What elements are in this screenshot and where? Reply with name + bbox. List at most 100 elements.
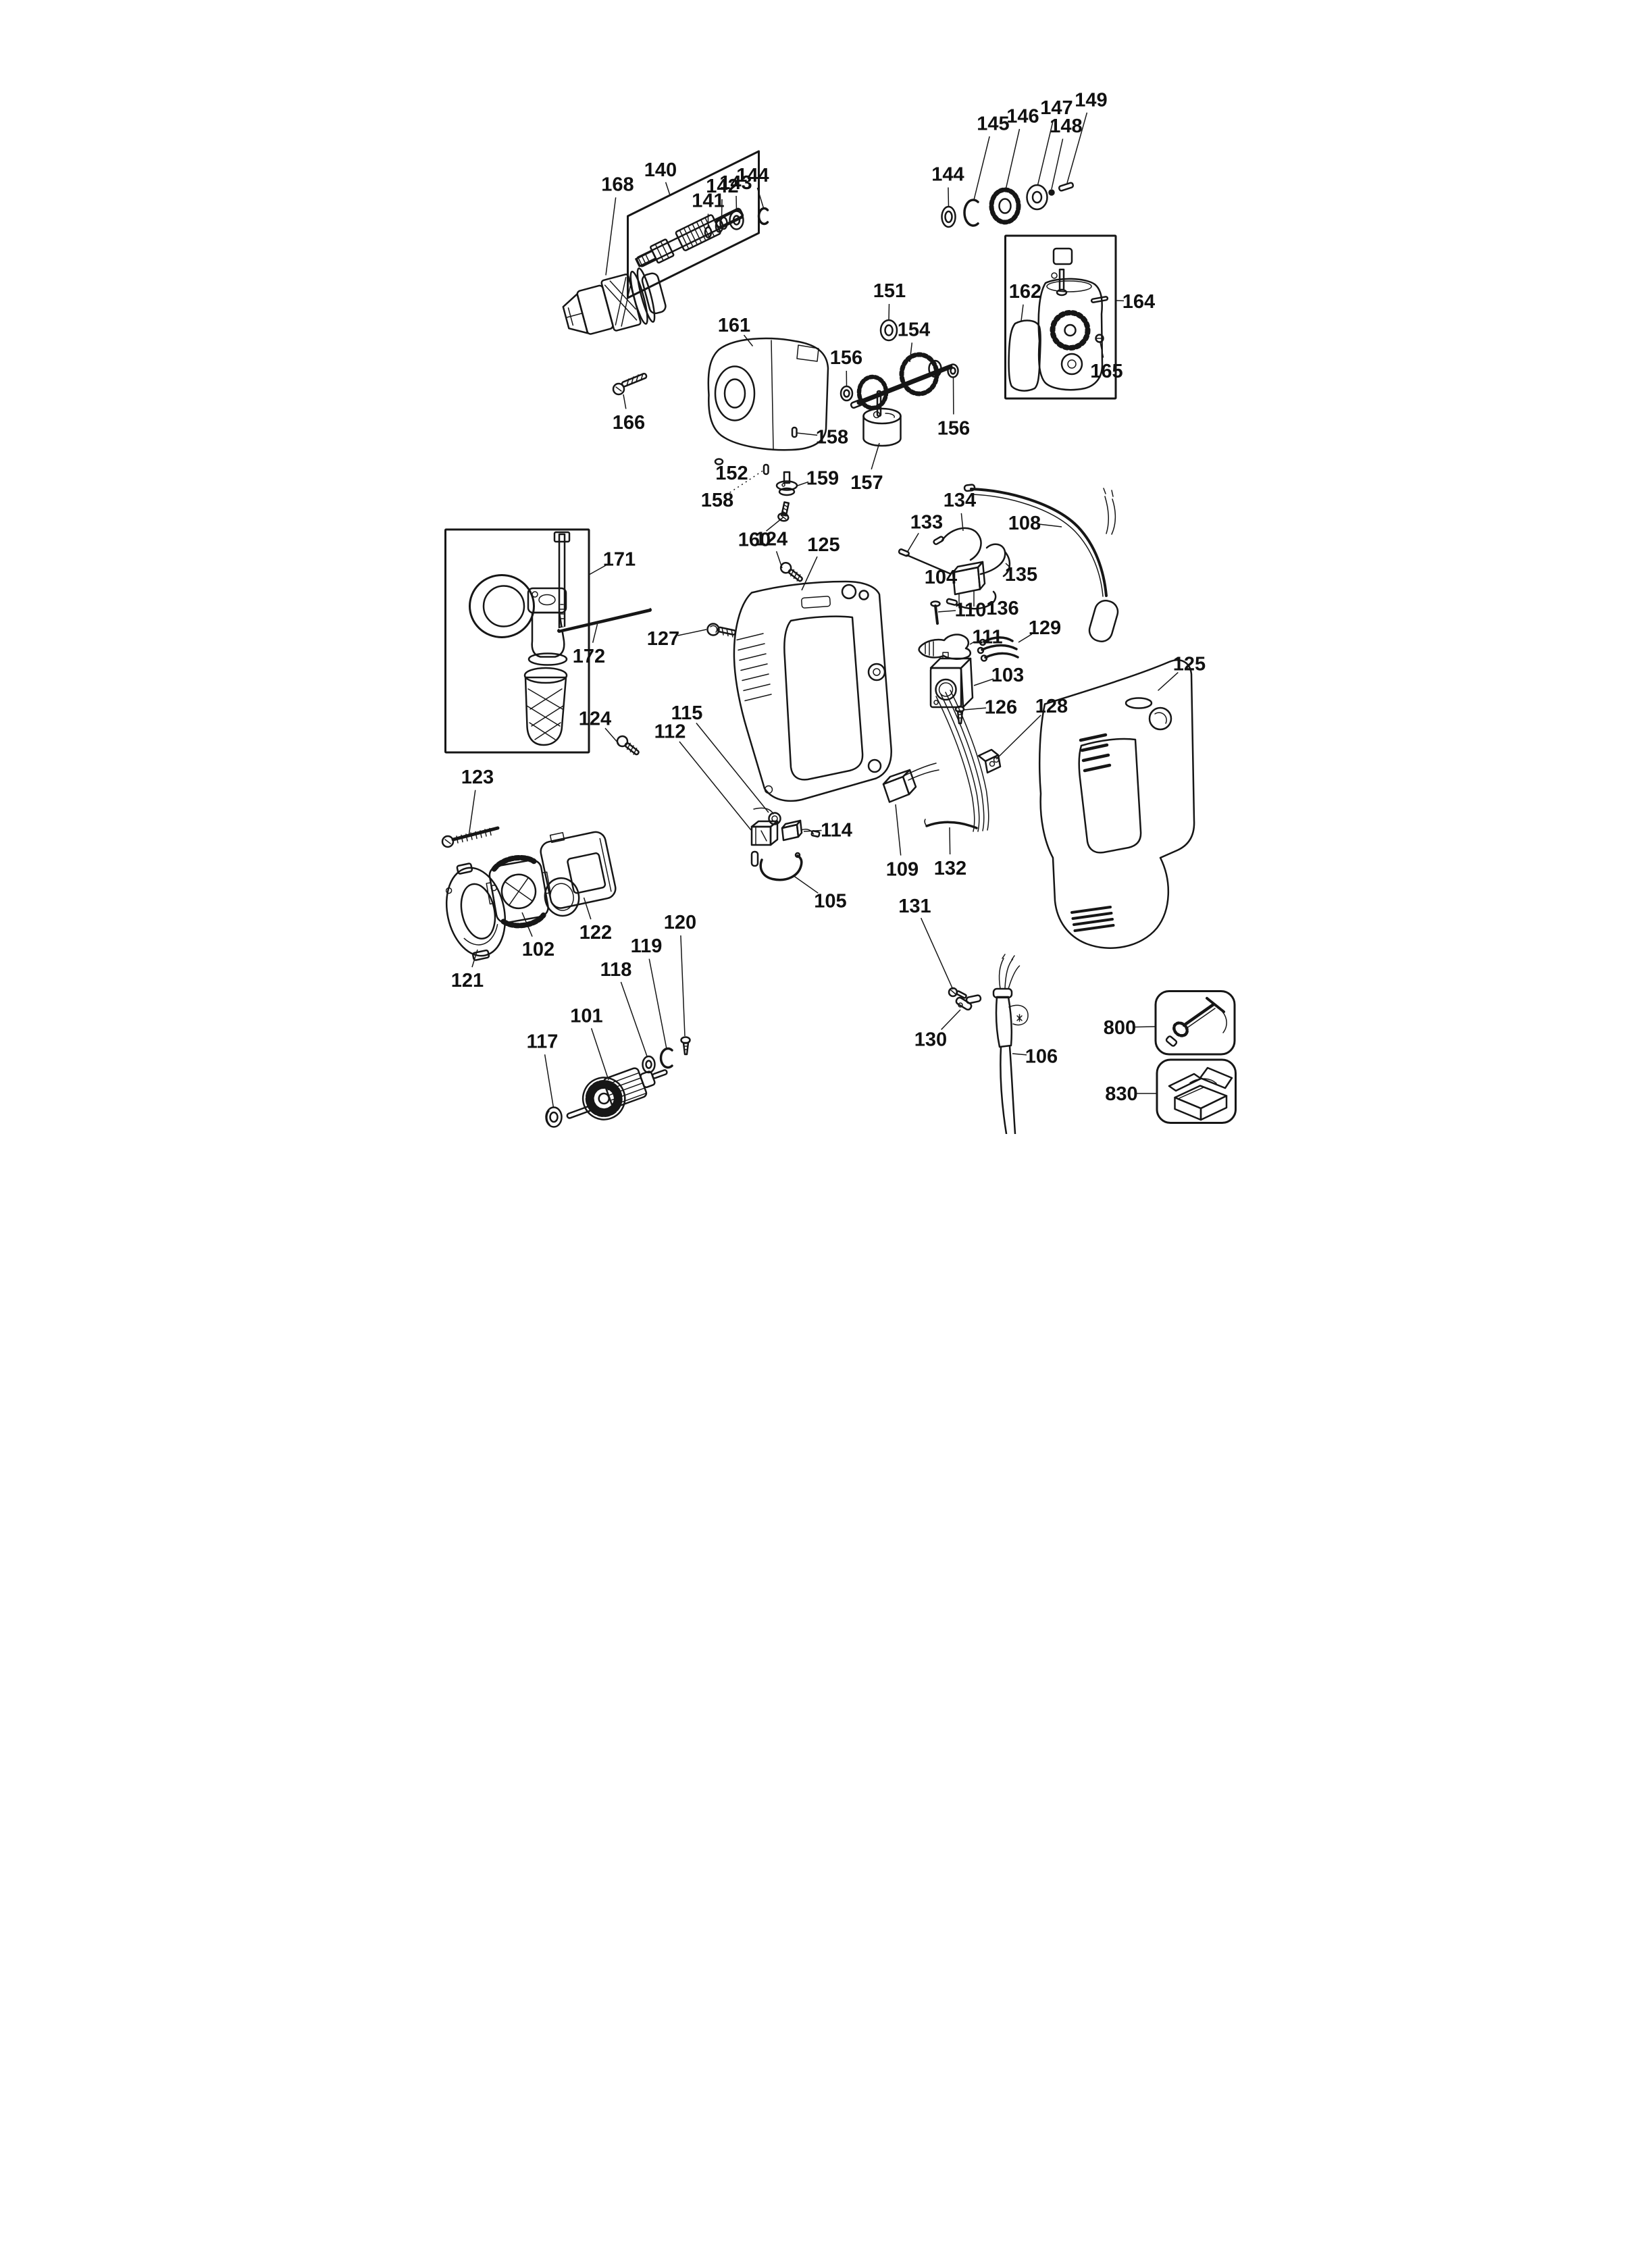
leader-line-136-39 xyxy=(987,602,989,604)
part-label-128-45: 128 xyxy=(1035,696,1067,717)
spindle-icon xyxy=(634,207,744,267)
part-label-151-12: 151 xyxy=(873,280,905,302)
part-label-117-57: 117 xyxy=(526,1031,558,1053)
pin-158a-icon xyxy=(763,463,769,475)
connectors-129-icon xyxy=(977,636,1019,662)
part-label-127-29: 127 xyxy=(646,628,679,650)
part-label-145-7: 145 xyxy=(977,113,1009,135)
screw-124a-icon xyxy=(779,561,803,582)
leader-line-130-62 xyxy=(940,1009,961,1030)
washers-142-icon xyxy=(715,216,728,233)
part-label-119-59: 119 xyxy=(630,935,662,957)
screw-131-icon xyxy=(948,987,967,999)
screw-124b-icon xyxy=(616,735,640,756)
brush-holder-112-icon xyxy=(750,820,778,846)
screw-160-icon xyxy=(777,501,790,522)
side-handle-group-box-171 xyxy=(444,528,590,754)
leader-line-125-33 xyxy=(800,556,818,591)
screw-120-icon xyxy=(679,1036,691,1056)
leader-line-148-10 xyxy=(1050,138,1063,190)
part-label-142-3: 142 xyxy=(706,176,738,197)
pin-149-icon xyxy=(1058,182,1074,192)
stator-102-icon xyxy=(485,854,551,929)
part-label-154-13: 154 xyxy=(897,319,929,341)
leader-line-103-43 xyxy=(973,678,993,686)
leader-line-142-3 xyxy=(721,199,723,218)
leader-line-124-31 xyxy=(775,551,783,569)
part-label-111-42: 111 xyxy=(972,627,1002,648)
leader-line-110-41 xyxy=(937,610,956,613)
part-label-162-23: 162 xyxy=(1008,281,1041,303)
part-label-135-38: 135 xyxy=(1004,564,1037,586)
leader-line-120-60 xyxy=(679,935,686,1037)
screw-165-icon xyxy=(1094,334,1104,343)
gear-146-icon xyxy=(989,187,1021,225)
part-label-136-39: 136 xyxy=(986,598,1018,619)
screw-127-icon xyxy=(706,623,736,638)
exploded-diagram: 1681401411421431441441451461471481491511… xyxy=(413,0,1239,1134)
o-ring-152-icon xyxy=(714,458,723,465)
leader-line-117-57 xyxy=(544,1054,554,1108)
leader-line-158-19 xyxy=(796,432,817,436)
gasket-162-icon xyxy=(1007,319,1041,392)
wire-guard-105-icon xyxy=(750,850,803,881)
left-housing-icon xyxy=(733,580,892,802)
part-label-132-48: 132 xyxy=(933,858,966,879)
leader-line-172-28 xyxy=(592,623,598,643)
leader-line-129-46 xyxy=(1018,634,1032,643)
pin-158b-icon xyxy=(791,426,798,438)
bearing-117-icon xyxy=(544,1106,563,1128)
part-label-146-8: 146 xyxy=(1006,106,1039,128)
leader-line-105-52 xyxy=(792,875,819,894)
part-label-114-51: 114 xyxy=(821,820,852,842)
leader-line-109-47 xyxy=(894,804,901,856)
leader-line-115-49 xyxy=(695,723,769,813)
part-label-143-4: 143 xyxy=(719,172,752,194)
field-leads-icon xyxy=(898,527,1010,610)
part-label-108-40: 108 xyxy=(1008,513,1040,534)
part-label-171-27: 171 xyxy=(602,549,635,571)
cordset-108-icon xyxy=(963,484,1118,642)
leader-line-126-44 xyxy=(963,707,986,711)
part-label-102-53: 102 xyxy=(521,939,554,960)
bearing-143-icon xyxy=(728,210,744,230)
part-label-130-62: 130 xyxy=(914,1029,946,1051)
leader-line-121-54 xyxy=(471,949,478,968)
part-label-161-22: 161 xyxy=(717,315,750,336)
part-label-120-60: 120 xyxy=(663,912,696,933)
chuck-key-icon xyxy=(1165,997,1227,1047)
part-label-144-6: 144 xyxy=(931,164,964,186)
leader-line-158-18 xyxy=(729,469,764,493)
leader-line-159-20 xyxy=(797,481,808,486)
leader-line-168-0 xyxy=(604,197,616,276)
leader-line-135-38 xyxy=(1004,563,1009,567)
armature-101-icon xyxy=(566,1067,668,1120)
part-label-168-0: 168 xyxy=(601,174,634,196)
part-label-121-54: 121 xyxy=(450,970,483,991)
screw-126-icon xyxy=(954,705,964,725)
motor-housing-122-icon xyxy=(539,831,617,917)
part-label-115-49: 115 xyxy=(671,702,702,724)
leader-line-122-55 xyxy=(583,897,592,920)
gearcase-icon xyxy=(1037,278,1103,391)
leader-line-157-16 xyxy=(870,442,880,470)
part-label-166-26: 166 xyxy=(612,412,644,434)
part-label-104-37: 104 xyxy=(924,567,956,588)
gearcase-group-box-164 xyxy=(1004,234,1116,400)
part-label-105-52: 105 xyxy=(814,891,846,912)
part-label-106-63: 106 xyxy=(1025,1046,1057,1068)
part-label-144-5: 144 xyxy=(736,165,769,186)
leader-line-118-58 xyxy=(620,981,648,1057)
part-label-148-10: 148 xyxy=(1050,115,1082,137)
leader-line-140-1 xyxy=(665,182,671,196)
wire-bundle-icon xyxy=(935,690,989,832)
part-label-124-32: 124 xyxy=(578,708,611,730)
screw-123-icon xyxy=(441,826,499,848)
o-ring-141-icon xyxy=(704,226,712,238)
part-label-109-47: 109 xyxy=(885,859,918,881)
leader-line-108-40 xyxy=(1039,523,1062,527)
part-label-830-65: 830 xyxy=(1105,1083,1137,1105)
brush-spring-115-icon xyxy=(752,807,781,825)
snap-ring-145-icon xyxy=(962,199,979,227)
